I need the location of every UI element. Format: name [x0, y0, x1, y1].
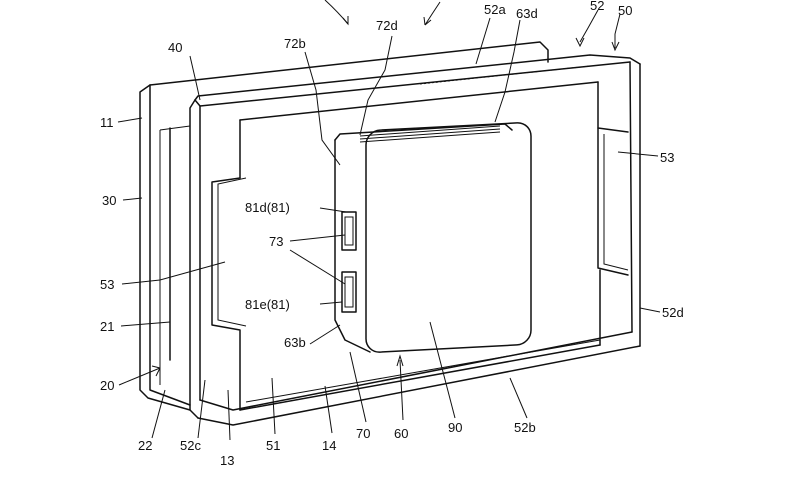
- label-52a: 52a: [484, 2, 506, 17]
- label-51: 51: [266, 438, 280, 453]
- label-72b: 72b: [284, 36, 306, 51]
- label-81e: 81e(81): [245, 297, 290, 312]
- label-70: 70: [356, 426, 370, 441]
- label-30: 30: [102, 193, 116, 208]
- top-arrows: [324, 0, 441, 26]
- module: [334, 122, 532, 353]
- label-53-right: 53: [660, 150, 674, 165]
- back-housing: [139, 41, 549, 411]
- label-13: 13: [220, 453, 234, 468]
- label-14: 14: [322, 438, 336, 453]
- label-63b: 63b: [284, 335, 306, 350]
- labels: 50 52 52a 63d 72d 72b 40 11 30 53 81d(81…: [100, 0, 684, 468]
- label-60: 60: [394, 426, 408, 441]
- leader-lines: [117, 9, 661, 441]
- label-40: 40: [168, 40, 182, 55]
- label-72d: 72d: [376, 18, 398, 33]
- label-53-left: 53: [100, 277, 114, 292]
- label-11: 11: [100, 115, 114, 130]
- label-52b: 52b: [514, 420, 536, 435]
- label-73: 73: [269, 234, 283, 249]
- label-52c: 52c: [180, 438, 201, 453]
- label-20: 20: [100, 378, 114, 393]
- label-21: 21: [100, 319, 114, 334]
- label-63d: 63d: [516, 6, 538, 21]
- label-52: 52: [590, 0, 604, 13]
- label-90: 90: [448, 420, 462, 435]
- label-81d: 81d(81): [245, 200, 290, 215]
- label-52d: 52d: [662, 305, 684, 320]
- label-22: 22: [138, 438, 152, 453]
- tray-frame: [189, 54, 641, 426]
- label-50: 50: [618, 3, 632, 18]
